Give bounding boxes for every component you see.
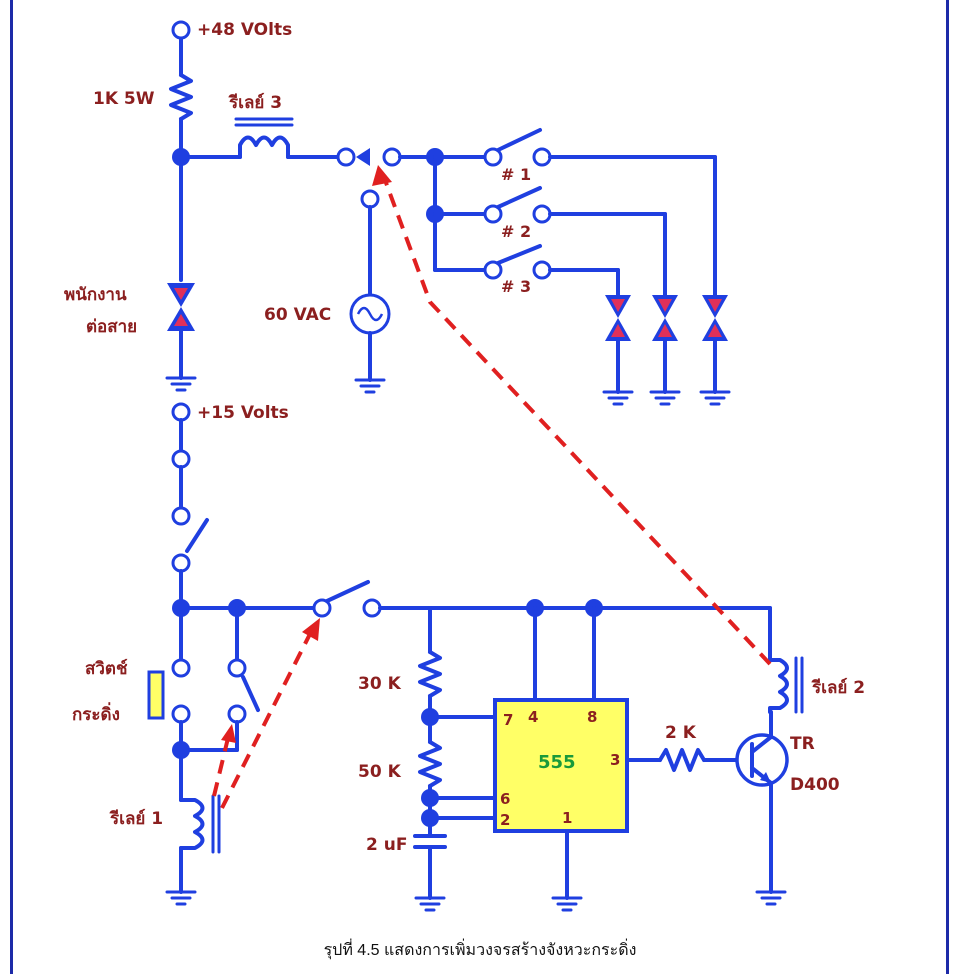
- label-pin-3: 3: [610, 751, 620, 769]
- circuit-diagram: +48 VOlts 1K 5W รีเลย์ 3 พนักงาน ต่อสาย …: [64, 20, 865, 912]
- label-operator-1: พนักงาน: [64, 285, 127, 305]
- resistor-1k-5w: [169, 73, 193, 282]
- frame-left-border: [10, 0, 13, 974]
- label-resistor-30k: 30 K: [358, 674, 402, 694]
- label-switch-3: # 3: [501, 277, 531, 296]
- switch-1: [483, 128, 717, 297]
- relay3-contact: [336, 147, 402, 297]
- label-relay1: รีเลย์ 1: [109, 808, 163, 829]
- label-switch-1: # 1: [501, 165, 531, 184]
- label-transistor: TR: [790, 734, 815, 754]
- bell-symbol-3: [702, 295, 728, 394]
- label-relay2: รีเลย์ 2: [811, 677, 865, 698]
- ground-icon: [699, 390, 731, 406]
- resistor-2k: [658, 748, 744, 772]
- bell-symbol-1: [605, 295, 631, 394]
- capacitor-2uf: [413, 834, 447, 912]
- label-bell-switch-2: กระดิ่ง: [72, 702, 120, 725]
- frame-right-border: [946, 0, 949, 974]
- label-capacitor: 2 uF: [366, 835, 407, 855]
- switch-2: [483, 186, 667, 297]
- switch-3: [483, 244, 620, 297]
- operator-bell-symbol: [165, 283, 197, 392]
- ground-icon: [602, 390, 634, 406]
- label-pin-1: 1: [562, 809, 572, 827]
- resistor-30k: [418, 650, 442, 744]
- relay3-coil: [234, 117, 294, 159]
- relay1-to-contact-arrow: [212, 724, 236, 797]
- relay1-to-switch-arrow: [220, 618, 320, 809]
- v48-supply: [171, 20, 191, 77]
- relay2-to-relay3-arrow: [372, 165, 772, 666]
- label-pin-8: 8: [587, 708, 597, 726]
- label-resistor-50k: 50 K: [358, 762, 402, 782]
- label-d400: D400: [790, 775, 840, 795]
- label-pin-2: 2: [500, 811, 510, 829]
- label-bell-switch-1: สวิตช์: [85, 658, 128, 679]
- v15-supply: [171, 402, 209, 662]
- figure-caption: รุปที่ 4.5 แสดงการเพิ่มวงจรสร้างจังหวะกร…: [323, 942, 637, 959]
- label-ic-555: 555: [538, 752, 576, 773]
- bell-push-switch: [147, 658, 191, 802]
- label-pin-4: 4: [528, 708, 538, 726]
- label-resistor-2k: 2 K: [665, 723, 697, 743]
- relay1-contact: [179, 658, 260, 752]
- relay1-coil: [165, 794, 221, 906]
- label-relay3: รีเลย์ 3: [228, 92, 282, 113]
- ic-555-body: [493, 698, 629, 833]
- label-pin-7: 7: [503, 711, 513, 729]
- label-60vac: 60 VAC: [264, 305, 331, 325]
- ground-icon: [649, 390, 681, 406]
- transistor-icon: [735, 710, 789, 906]
- label-resistor-1k: 1K 5W: [93, 89, 155, 109]
- label-15v: +15 Volts: [197, 403, 289, 423]
- label-operator-2: ต่อสาย: [86, 317, 137, 337]
- label-pin-6: 6: [500, 790, 510, 808]
- relay2-coil: [768, 606, 804, 714]
- label-48v: +48 VOlts: [197, 20, 292, 40]
- main-switch: [312, 580, 772, 618]
- label-switch-2: # 2: [501, 222, 531, 241]
- ac-source-icon: [349, 293, 391, 394]
- bell-symbol-2: [652, 295, 678, 394]
